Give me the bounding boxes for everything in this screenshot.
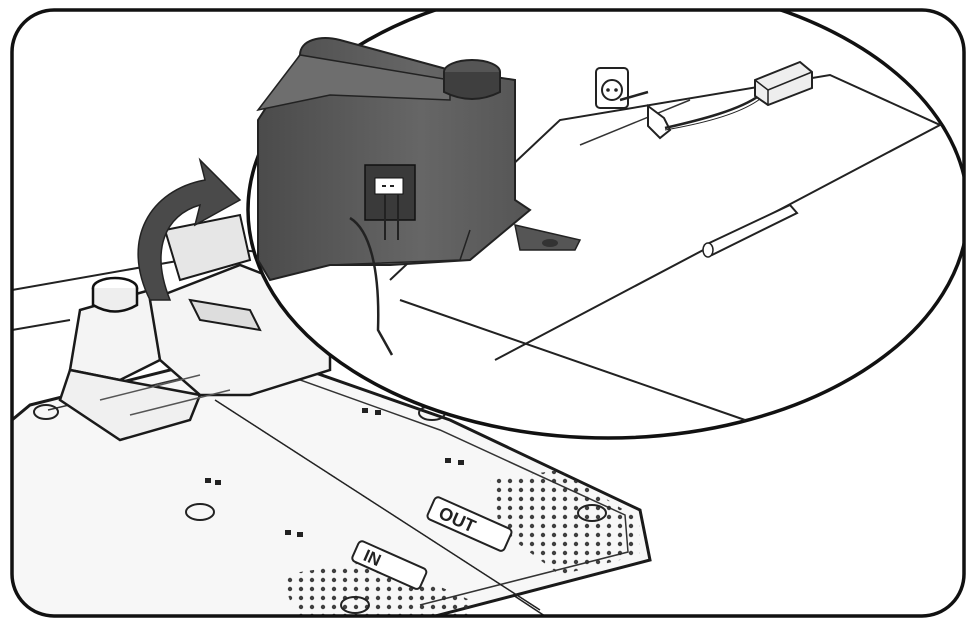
wall-socket-icon — [595, 67, 649, 109]
magnified-detail — [246, 10, 964, 440]
cable-connector-icon — [374, 177, 404, 195]
charging-station — [58, 213, 332, 442]
rotate-arrow-icon — [137, 157, 242, 301]
power-adapter-icon — [754, 60, 813, 107]
charging-station-closeup — [256, 37, 582, 356]
power-plug — [647, 93, 761, 140]
in-label: IN — [361, 546, 384, 570]
illustration-frame — [10, 8, 966, 618]
screw-hole-icon — [33, 404, 607, 614]
inline-cable-connector — [702, 203, 799, 258]
in-label-badge: IN — [351, 540, 428, 590]
